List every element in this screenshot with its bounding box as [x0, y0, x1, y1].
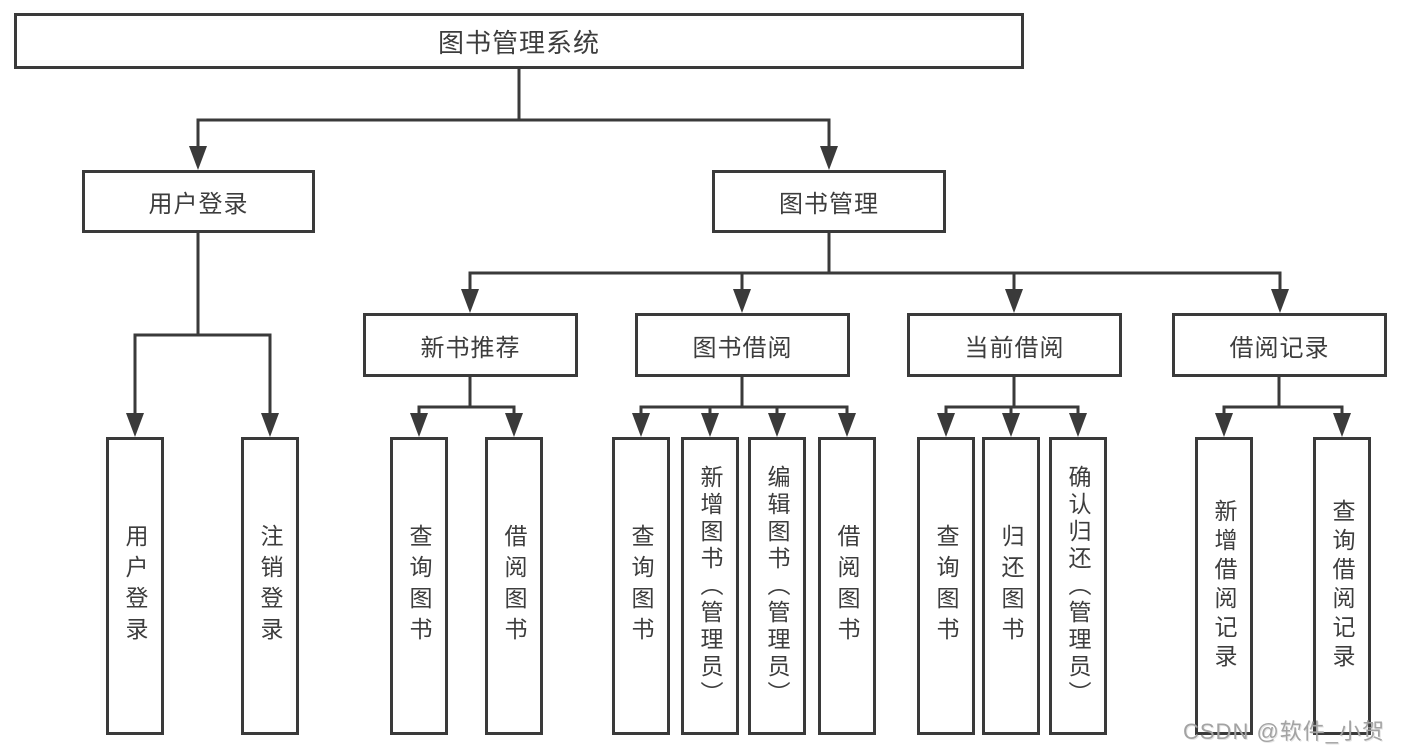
- leaf-confirm-return-admin: 确认归还（管理员）: [1049, 437, 1107, 735]
- node-user-login: 用户登录: [82, 170, 315, 233]
- leaf-user-login: 用户登录: [106, 437, 164, 735]
- leaf-search-books-borrowing: 查询图书: [612, 437, 670, 735]
- leaf-borrow-books-recommend: 借阅图书: [485, 437, 543, 735]
- leaf-search-books-recommend: 查询图书: [390, 437, 448, 735]
- leaf-add-books-admin: 新增图书（管理员）: [681, 437, 739, 735]
- leaf-logout: 注销登录: [241, 437, 299, 735]
- leaf-edit-books-admin: 编辑图书（管理员）: [748, 437, 806, 735]
- node-book-borrowing: 图书借阅: [635, 313, 850, 377]
- node-new-book-recommendation: 新书推荐: [363, 313, 578, 377]
- leaf-return-books: 归还图书: [982, 437, 1040, 735]
- node-current-borrowing: 当前借阅: [907, 313, 1122, 377]
- leaf-add-borrow-record: 新增借阅记录: [1195, 437, 1253, 735]
- leaf-borrow-books-borrowing: 借阅图书: [818, 437, 876, 735]
- node-root-library-management-system: 图书管理系统: [14, 13, 1024, 69]
- node-book-management: 图书管理: [712, 170, 946, 233]
- leaf-search-books-current: 查询图书: [917, 437, 975, 735]
- node-borrowing-records: 借阅记录: [1172, 313, 1387, 377]
- leaf-search-borrow-record: 查询借阅记录: [1313, 437, 1371, 735]
- csdn-watermark: CSDN @软件_小贺同学: [1183, 719, 1386, 744]
